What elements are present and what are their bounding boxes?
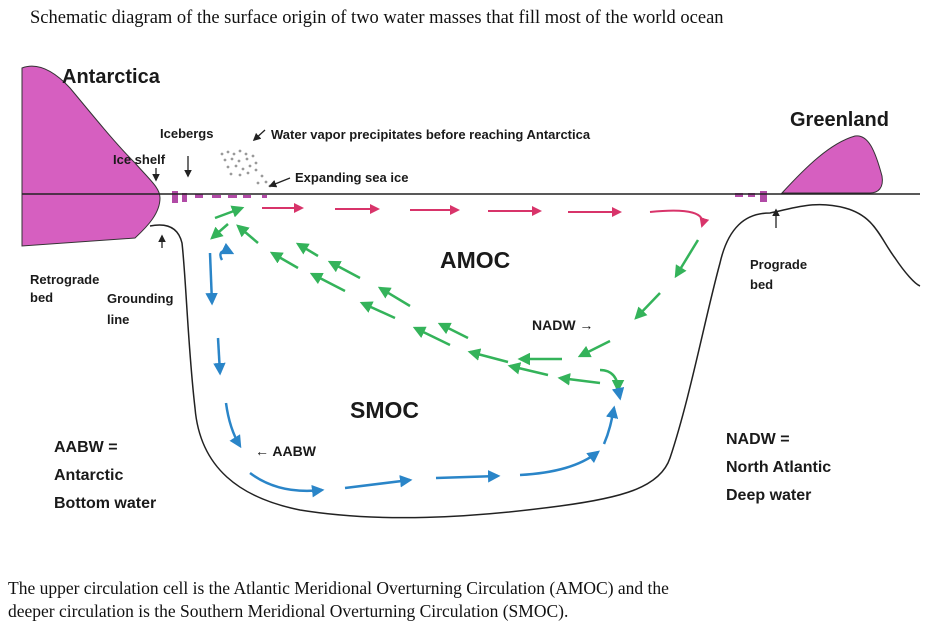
water-vapor-label: Water vapor precipitates before reaching… xyxy=(271,127,591,142)
retrograde-bed-label-2: bed xyxy=(30,290,53,305)
water-vapor-cloud xyxy=(220,149,272,188)
grounding-line-label-2: line xyxy=(107,312,129,327)
icebergs-label: Icebergs xyxy=(160,126,213,141)
expanding-sea-ice-label: Expanding sea ice xyxy=(295,170,408,185)
ocean-basin-outline xyxy=(149,203,921,519)
nadw-arrow-label: NADW → xyxy=(532,317,593,333)
caption-line-2: deeper circulation is the Southern Merid… xyxy=(8,601,569,621)
nadw-flow xyxy=(210,205,700,393)
antarctica-label: Antarctica xyxy=(62,66,161,88)
caption: The upper circulation cell is the Atlant… xyxy=(8,577,933,623)
diagram-title: Schematic diagram of the surface origin … xyxy=(30,8,724,28)
prograde-bed-label-2: bed xyxy=(750,277,773,292)
aabw-flow xyxy=(205,242,625,498)
aabw-arrow-label: ← AABW xyxy=(255,443,317,459)
prograde-bed-label-1: Prograde xyxy=(750,257,807,272)
grounding-line-label-1: Grounding xyxy=(107,291,173,306)
nadw-definition-1: NADW = xyxy=(726,431,790,448)
smoc-label: SMOC xyxy=(350,397,419,423)
aabw-definition-1: AABW = xyxy=(54,439,118,456)
nadw-definition-3: Deep water xyxy=(726,487,811,504)
aabw-definition-3: Bottom water xyxy=(54,495,156,512)
nadw-definition-2: North Atlantic xyxy=(726,459,831,476)
sea-ice-fragments xyxy=(172,191,767,203)
amoc-label: AMOC xyxy=(440,247,510,273)
greenland-label: Greenland xyxy=(790,109,889,131)
retrograde-bed-label-1: Retrograde xyxy=(30,272,99,287)
ocean-circulation-diagram: Antarctica Greenland Icebergs Water vapo… xyxy=(21,65,921,519)
ice-shelf-label: Ice shelf xyxy=(113,152,166,167)
antarctic-ice-sheet xyxy=(21,65,161,247)
amoc-surface-flow xyxy=(262,203,710,228)
aabw-definition-2: Antarctic xyxy=(54,467,123,484)
greenland-ice-sheet xyxy=(780,135,883,194)
caption-line-1: The upper circulation cell is the Atlant… xyxy=(8,578,669,598)
annotation-pointers xyxy=(152,129,780,248)
